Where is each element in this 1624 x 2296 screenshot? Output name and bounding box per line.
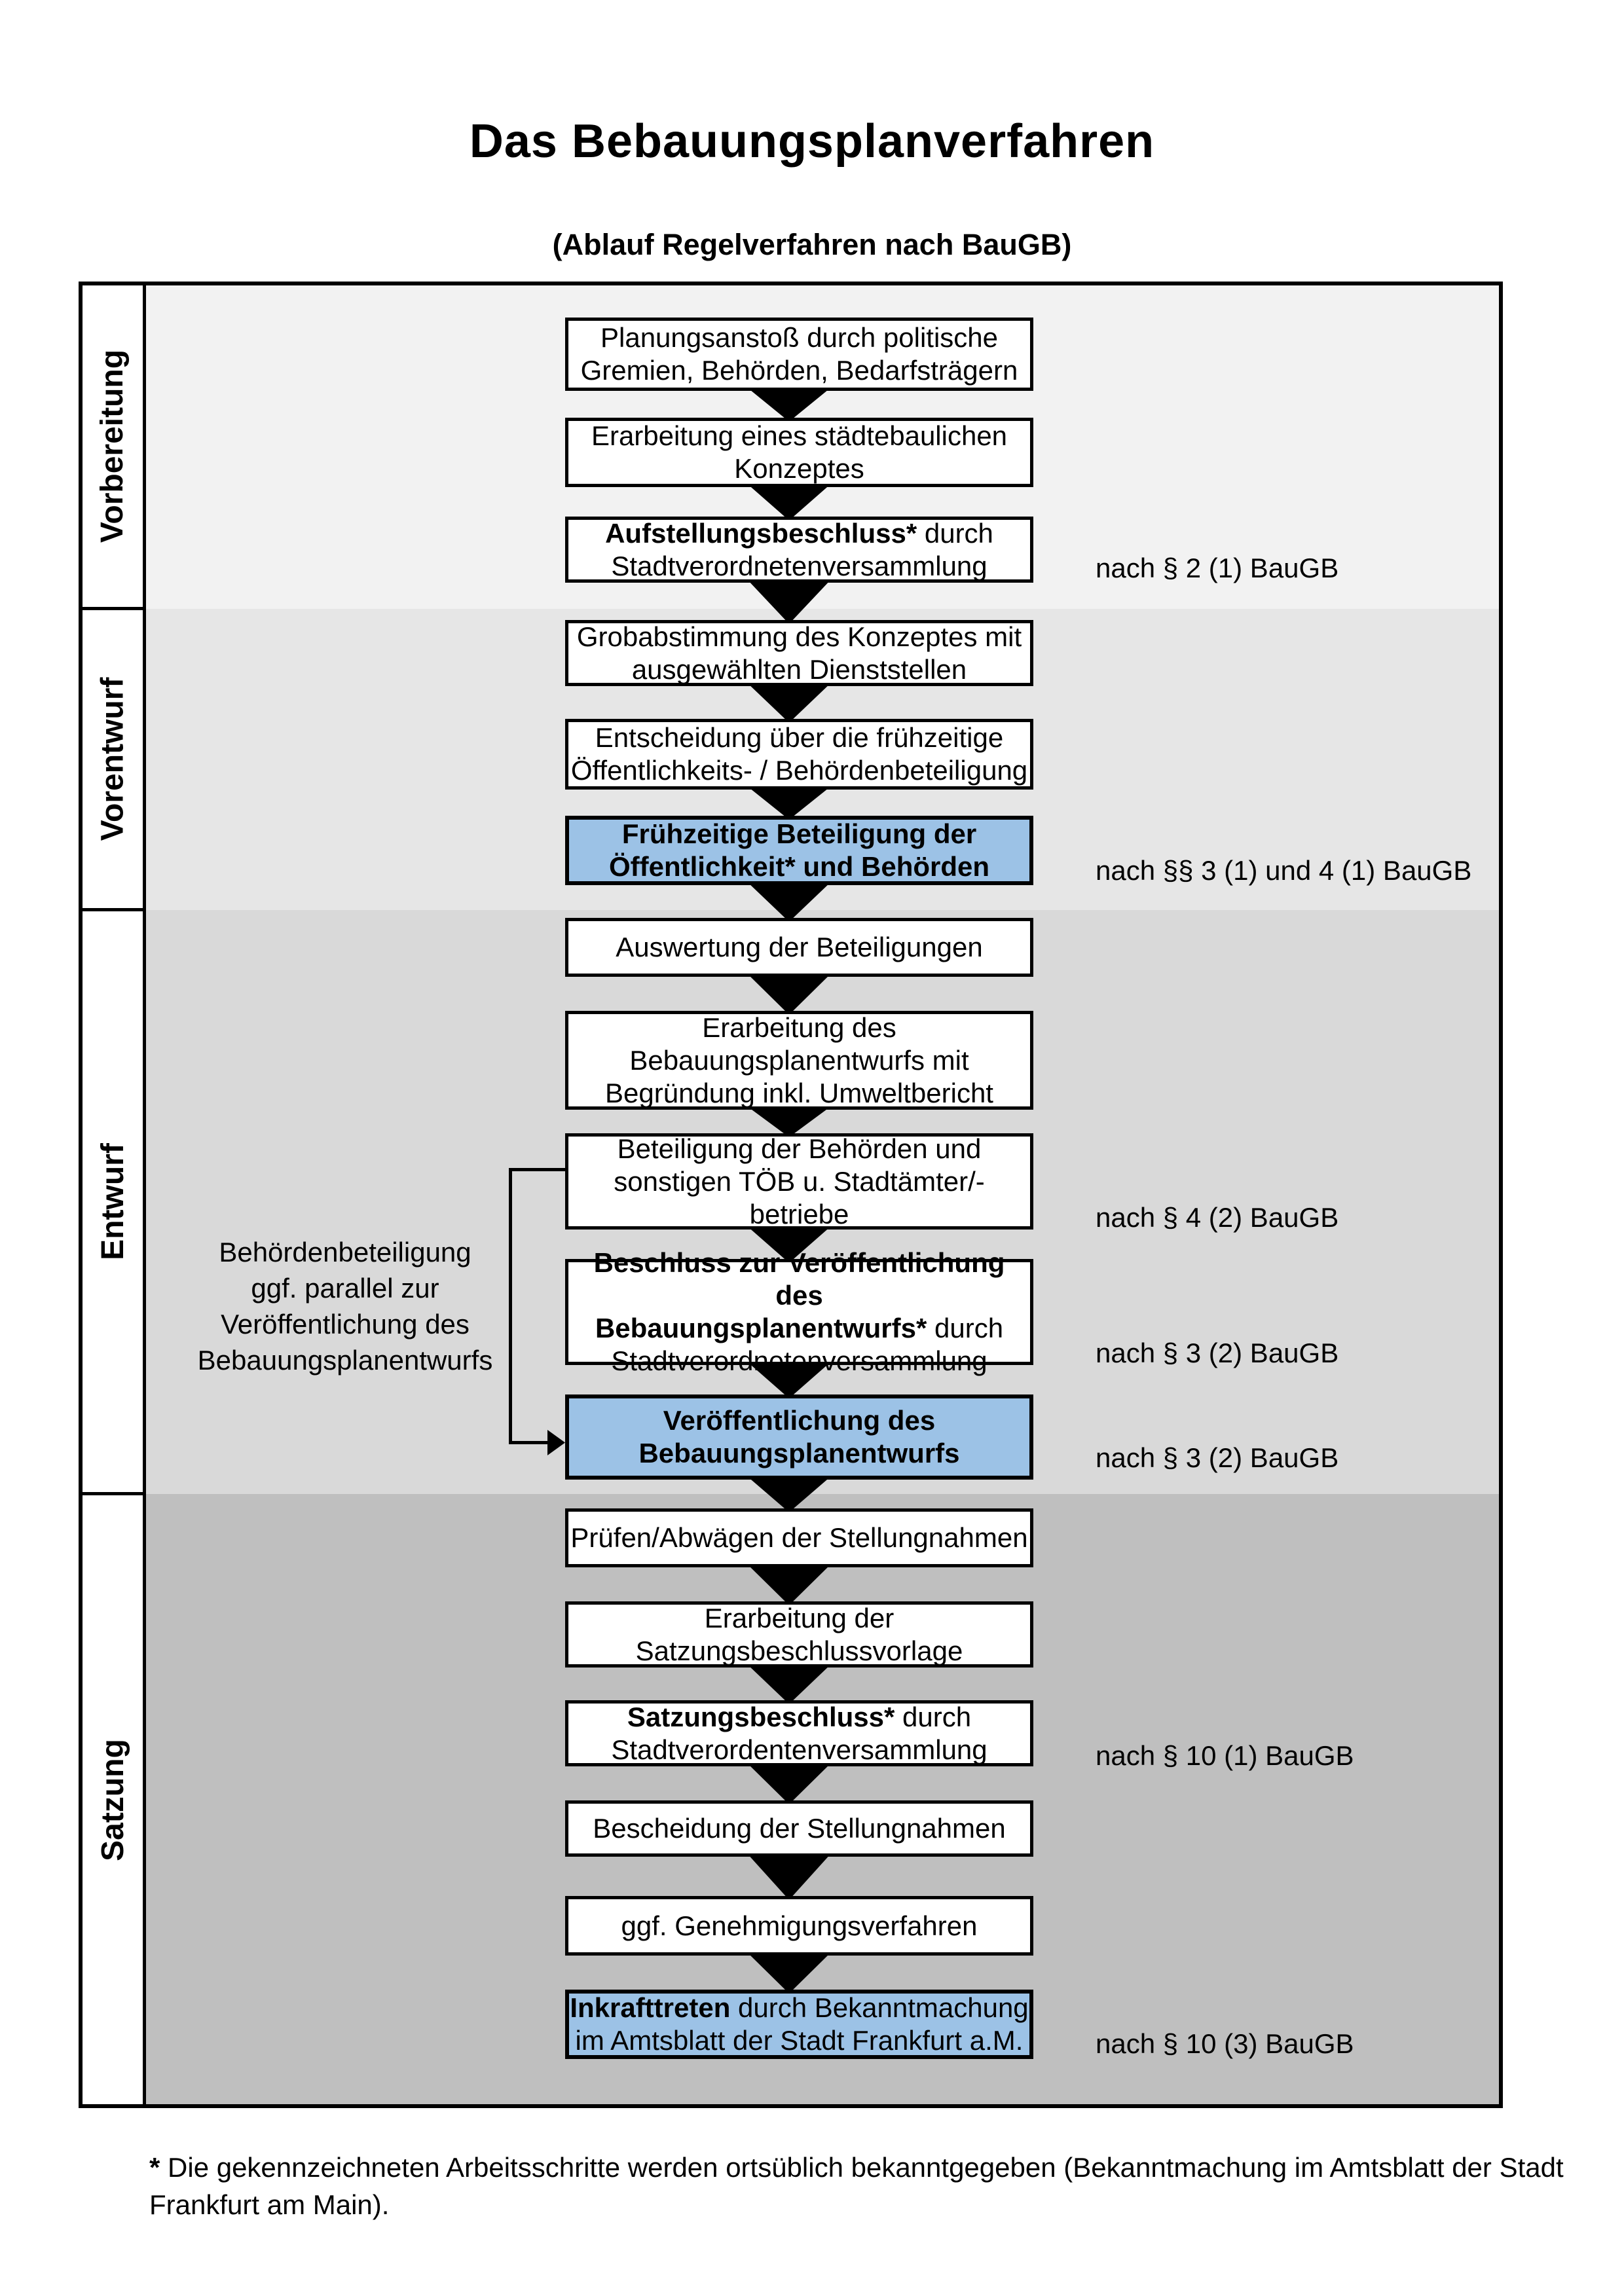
step-box-aufstellungsbeschluss: Aufstellungsbeschluss* durch Stadtverord… bbox=[565, 517, 1033, 583]
step-line: Aufstellungsbeschluss* durch bbox=[605, 517, 993, 549]
phase-separator bbox=[83, 908, 146, 911]
step-box-entscheidung-beteiligung: Entscheidung über die frühzeitige Öffent… bbox=[565, 719, 1033, 790]
step-line: Stadtverordnetenversammlung bbox=[611, 550, 987, 581]
phase-label-vorentwurf: Vorentwurf bbox=[83, 610, 143, 908]
step-box-planungsanstoss: Planungsanstoß durch politische Gremien,… bbox=[565, 318, 1033, 391]
bracket-line-vertical bbox=[509, 1168, 512, 1443]
step-line: Bebauungsplanentwurfs mit bbox=[629, 1044, 969, 1076]
step-box-satzungsbeschluss: Satzungsbeschluss* durch Stadtverordente… bbox=[565, 1700, 1033, 1766]
step-line: Bebauungsplanentwurfs* durch bbox=[595, 1313, 1004, 1343]
legal-ref: nach §§ 3 (1) und 4 (1) BauGB bbox=[1096, 855, 1472, 886]
step-box-beschluss-veroeffentlichung: Beschluss zur Veröffentlichung des Bebau… bbox=[565, 1247, 1033, 1376]
side-note-parallel: Behördenbeteiligung ggf. parallel zur Ve… bbox=[194, 1234, 496, 1378]
step-box-auswertung: Auswertung der Beteiligungen bbox=[565, 918, 1033, 977]
step-line: Satzungsbeschluss* durch bbox=[627, 1701, 972, 1732]
step-line: ggf. Genehmigungsverfahren bbox=[621, 1910, 978, 1941]
side-note-line: Bebauungsplanentwurfs bbox=[197, 1345, 493, 1376]
step-box-grobabstimmung: Grobabstimmung des Konzeptes mit ausgewä… bbox=[565, 620, 1033, 686]
step-line: Bescheidung der Stellungnahmen bbox=[593, 1813, 1006, 1844]
step-box-satzungsbeschlussvorlage: Erarbeitung der Satzungsbeschlussvorlage bbox=[565, 1601, 1033, 1667]
footnote-line: * Die gekennzeichneten Arbeitsschritte w… bbox=[149, 2152, 1564, 2183]
step-box-staedtebauliches-konzept: Erarbeitung eines städtebaulichen Konzep… bbox=[565, 418, 1033, 487]
step-line: ausgewählten Dienststellen bbox=[631, 653, 967, 685]
page-title: Das Bebauungsplanverfahren bbox=[469, 115, 1155, 168]
legal-ref: nach § 4 (2) BauGB bbox=[1096, 1202, 1339, 1233]
step-line: Stadtverordentenversammlung bbox=[611, 1734, 987, 1765]
step-line: sonstigen TÖB u. Stadtämter/-betriebe bbox=[614, 1165, 985, 1230]
step-line: Erarbeitung der bbox=[704, 1602, 895, 1633]
legal-ref: nach § 3 (2) BauGB bbox=[1096, 1442, 1339, 1473]
step-line: Frühzeitige Beteiligung der bbox=[621, 818, 977, 849]
step-box-fruehzeitige-beteiligung: Frühzeitige Beteiligung der Öffentlichke… bbox=[565, 816, 1033, 885]
page-subtitle: (Ablauf Regelverfahren nach BauGB) bbox=[552, 228, 1072, 261]
step-box-erarbeitung-entwurf: Erarbeitung des Bebauungsplanentwurfs mi… bbox=[565, 1011, 1033, 1110]
phase-label-text: Satzung bbox=[95, 1738, 130, 1861]
phase-label-satzung: Satzung bbox=[83, 1495, 143, 2104]
step-line: Stadtverordnetenversammlung bbox=[611, 1345, 987, 1376]
step-line: Öffentlichkeits- / Behördenbeteiligung bbox=[570, 755, 1028, 786]
side-note-line: Behördenbeteiligung bbox=[219, 1237, 471, 1267]
step-line: Konzeptes bbox=[734, 453, 864, 484]
step-line: Beschluss zur Veröffentlichung des bbox=[593, 1247, 1005, 1311]
step-box-inkrafttreten: Inkrafttreten durch Bekanntmachung im Am… bbox=[565, 1990, 1033, 2059]
bracket-line-bottom bbox=[509, 1441, 549, 1444]
step-line: Satzungsbeschlussvorlage bbox=[635, 1635, 963, 1666]
step-line: Beteiligung der Behörden und bbox=[617, 1133, 982, 1164]
phase-label-text: Vorentwurf bbox=[95, 677, 130, 841]
step-line: Prüfen/Abwägen der Stellungnahmen bbox=[570, 1522, 1028, 1553]
step-line: Planungsanstoß durch politische bbox=[600, 322, 999, 353]
phase-separator bbox=[83, 1492, 146, 1495]
step-line: Öffentlichkeit* und Behörden bbox=[608, 851, 990, 882]
step-line: Auswertung der Beteiligungen bbox=[616, 932, 983, 962]
legal-ref: nach § 3 (2) BauGB bbox=[1096, 1338, 1339, 1368]
side-note-line: ggf. parallel zur bbox=[251, 1273, 439, 1303]
step-line: Begründung inkl. Umweltbericht bbox=[605, 1077, 993, 1108]
side-note-line: Veröffentlichung des bbox=[221, 1309, 470, 1339]
footnote-line: Frankfurt am Main). bbox=[149, 2189, 390, 2220]
phase-label-text: Entwurf bbox=[95, 1143, 130, 1260]
step-box-veroeffentlichung: Veröffentlichung des Bebauungsplanentwur… bbox=[565, 1394, 1033, 1480]
footnote: * Die gekennzeichneten Arbeitsschritte w… bbox=[149, 2149, 1564, 2223]
bracket-line-top bbox=[509, 1168, 565, 1171]
phase-separator bbox=[83, 607, 146, 610]
step-box-bescheidung: Bescheidung der Stellungnahmen bbox=[565, 1800, 1033, 1857]
legal-ref: nach § 2 (1) BauGB bbox=[1096, 553, 1339, 583]
legal-ref: nach § 10 (1) BauGB bbox=[1096, 1740, 1354, 1771]
phase-label-text: Vorbereitung bbox=[95, 349, 130, 543]
step-box-genehmigungsverfahren: ggf. Genehmigungsverfahren bbox=[565, 1896, 1033, 1956]
phase-label-column bbox=[83, 285, 146, 2104]
step-line: Gremien, Behörden, Bedarfsträgern bbox=[580, 355, 1018, 386]
legal-ref: nach § 10 (3) BauGB bbox=[1096, 2028, 1354, 2059]
phase-label-entwurf: Entwurf bbox=[83, 911, 143, 1492]
step-line: Bebauungsplanentwurfs bbox=[638, 1438, 960, 1468]
step-line: Erarbeitung eines städtebaulichen bbox=[591, 420, 1008, 451]
step-line: Grobabstimmung des Konzeptes mit bbox=[576, 621, 1022, 652]
phase-label-vorbereitung: Vorbereitung bbox=[83, 285, 143, 607]
step-line: Veröffentlichung des bbox=[663, 1405, 936, 1436]
step-line: Erarbeitung des bbox=[702, 1011, 896, 1043]
step-line: im Amtsblatt der Stadt Frankfurt a.M. bbox=[575, 2025, 1024, 2056]
step-line: Entscheidung über die frühzeitige bbox=[595, 722, 1004, 753]
step-line: Inkrafttreten durch Bekanntmachung bbox=[570, 1992, 1029, 2023]
step-box-pruefen-abwaegen: Prüfen/Abwägen der Stellungnahmen bbox=[565, 1508, 1033, 1567]
step-box-beteiligung-behoerden: Beteiligung der Behörden und sonstigen T… bbox=[565, 1133, 1033, 1230]
